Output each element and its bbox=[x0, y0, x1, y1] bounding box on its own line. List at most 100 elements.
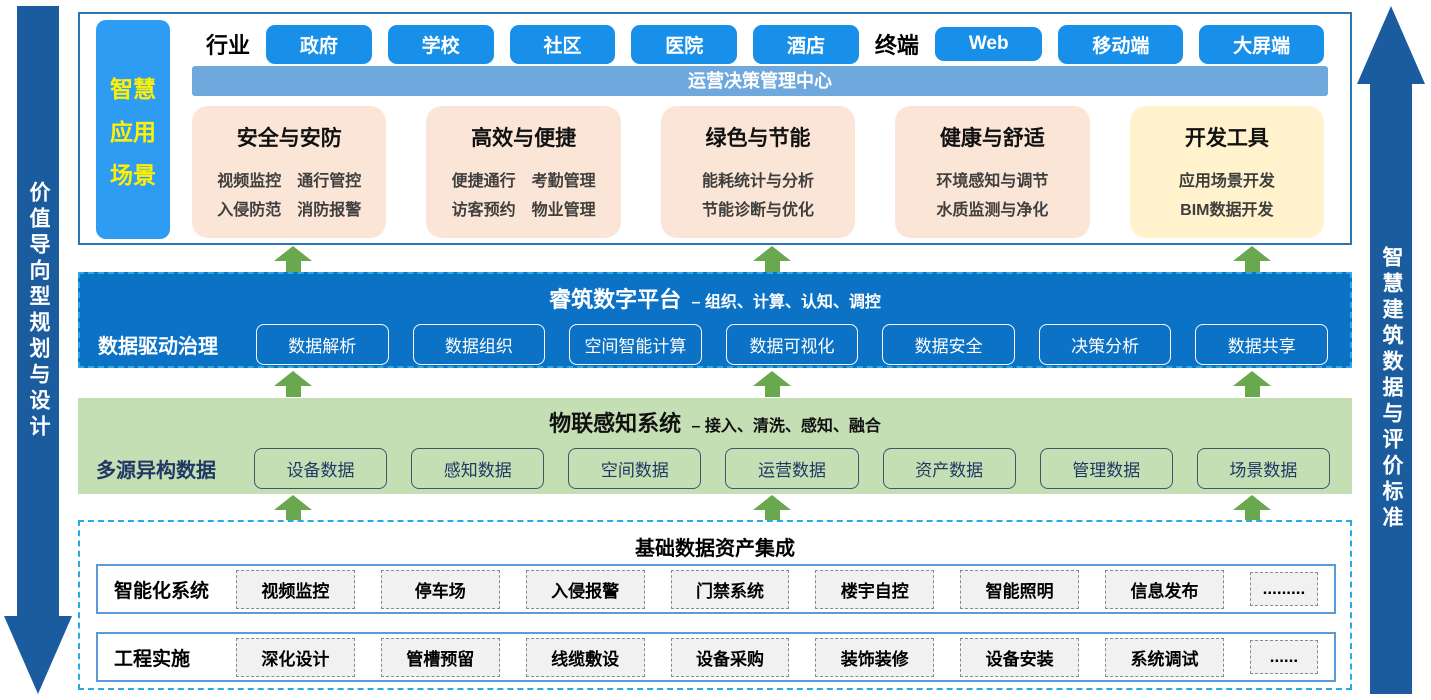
chip-management-data[interactable]: 管理数据 bbox=[1039, 448, 1173, 489]
chip-operation-data[interactable]: 运营数据 bbox=[725, 448, 859, 489]
platform-titlebar: 睿筑数字平台 – 组织、计算、认知、调控 bbox=[80, 282, 1350, 314]
card-green-energy: 绿色与节能 能耗统计与分析 节能诊断与优化 bbox=[660, 106, 856, 238]
up-arrow-icon bbox=[274, 495, 312, 521]
up-arrow-icon bbox=[274, 246, 312, 272]
iot-subtitle: – 接入、清洗、感知、融合 bbox=[691, 418, 881, 435]
iot-title: 物联感知系统 bbox=[549, 411, 682, 436]
platform-body: 数据驱动治理 数据解析 数据组织 空间智能计算 数据可视化 数据安全 决策分析 … bbox=[80, 314, 1350, 365]
card-line: BIM数据开发 bbox=[1180, 201, 1274, 219]
engineering-row: 工程实施 深化设计 管槽预留 线缆敷设 设备采购 装饰装修 设备安装 系统调试 … bbox=[96, 632, 1336, 682]
platform-title: 睿筑数字平台 bbox=[549, 287, 682, 312]
card-line: 能耗统计与分析 bbox=[702, 173, 815, 190]
chip-building-automation[interactable]: 楼宇自控 bbox=[815, 569, 935, 609]
chip-asset-data[interactable]: 资产数据 bbox=[882, 448, 1016, 489]
scene-line: 应用 bbox=[110, 118, 156, 145]
chip-cable-laying[interactable]: 线缆敷设 bbox=[525, 637, 645, 677]
industry-btn-community[interactable]: 社区 bbox=[509, 24, 616, 64]
card-health-comfort: 健康与舒适 环境感知与调节 水质监测与净化 bbox=[895, 106, 1090, 238]
iot-chip-row: 设备数据 感知数据 空间数据 运营数据 资产数据 管理数据 场景数据 bbox=[254, 448, 1330, 489]
chip-more-ellipsis: ...... bbox=[1249, 640, 1318, 674]
card-line: 水质监测与净化 bbox=[936, 201, 1049, 219]
engineering-label: 工程实施 bbox=[114, 648, 191, 670]
card-efficiency: 高效与便捷 便捷通行 考勤管理 访客预约 物业管理 bbox=[426, 106, 621, 238]
industry-btn-hotel[interactable]: 酒店 bbox=[753, 24, 859, 64]
chip-conduit-reservation[interactable]: 管槽预留 bbox=[380, 637, 500, 677]
card-title: 绿色与节能 bbox=[705, 127, 811, 150]
card-line: 应用场景开发 bbox=[1178, 173, 1275, 190]
card-title: 高效与便捷 bbox=[471, 127, 577, 150]
iot-sensing-layer: 物联感知系统 – 接入、清洗、感知、融合 多源异构数据 设备数据 感知数据 空间… bbox=[78, 398, 1352, 494]
chip-detailed-design[interactable]: 深化设计 bbox=[236, 637, 355, 677]
digital-platform-layer: 睿筑数字平台 – 组织、计算、认知、调控 数据驱动治理 数据解析 数据组织 空间… bbox=[78, 272, 1352, 368]
chip-decision-analysis[interactable]: 决策分析 bbox=[1038, 324, 1172, 365]
card-line: 入侵防范 消防报警 bbox=[217, 201, 362, 219]
up-arrow-icon bbox=[274, 371, 312, 397]
terminal-btn-mobile[interactable]: 移动端 bbox=[1058, 24, 1184, 64]
smart-application-scene-box: 智慧 应用 场景 bbox=[96, 20, 170, 239]
up-arrow-icon bbox=[1233, 371, 1271, 397]
chip-sensing-data[interactable]: 感知数据 bbox=[411, 448, 545, 489]
chip-intrusion-alarm[interactable]: 入侵报警 bbox=[525, 569, 645, 609]
industry-label: 行业 bbox=[206, 33, 251, 58]
chip-data-visualization[interactable]: 数据可视化 bbox=[725, 324, 859, 365]
chip-more-ellipsis: ......... bbox=[1249, 572, 1318, 606]
chip-data-organization[interactable]: 数据组织 bbox=[412, 324, 546, 365]
chip-info-publishing[interactable]: 信息发布 bbox=[1105, 569, 1224, 609]
terminal-btn-bigscreen[interactable]: 大屏端 bbox=[1199, 24, 1325, 64]
scene-line: 场景 bbox=[110, 161, 156, 188]
card-title: 安全与安防 bbox=[236, 127, 342, 150]
chip-equipment-installation[interactable]: 设备安装 bbox=[960, 637, 1080, 677]
arrow-up-icon bbox=[1357, 6, 1425, 84]
iot-titlebar: 物联感知系统 – 接入、清洗、感知、融合 bbox=[78, 406, 1352, 438]
chip-spatial-computing[interactable]: 空间智能计算 bbox=[569, 324, 702, 365]
ops-decision-center-bar: 运营决策管理中心 bbox=[192, 66, 1328, 96]
right-standards-arrow-stem: 智慧建筑数据与评价标准 bbox=[1370, 84, 1412, 694]
card-security: 安全与安防 视频监控 通行管控 入侵防范 消防报警 bbox=[192, 106, 387, 238]
arrow-down-icon bbox=[4, 616, 72, 694]
intelligent-systems-chips: 视频监控 停车场 入侵报警 门禁系统 楼宇自控 智能照明 信息发布 ......… bbox=[236, 569, 1318, 609]
terminal-label: 终端 bbox=[874, 33, 919, 58]
right-standards-arrow-label: 智慧建筑数据与评价标准 bbox=[1380, 246, 1403, 532]
chip-system-commissioning[interactable]: 系统调试 bbox=[1105, 637, 1224, 677]
left-value-arrow-label: 价值导向型规划与设计 bbox=[27, 181, 50, 441]
industry-btn-school[interactable]: 学校 bbox=[387, 24, 494, 64]
card-title: 健康与舒适 bbox=[939, 127, 1045, 150]
terminal-btn-web[interactable]: Web bbox=[934, 27, 1043, 61]
chip-device-data[interactable]: 设备数据 bbox=[254, 448, 388, 489]
chip-video-surveillance[interactable]: 视频监控 bbox=[236, 569, 355, 609]
base-data-layer: 基础数据资产集成 智能化系统 视频监控 停车场 入侵报警 门禁系统 楼宇自控 智… bbox=[78, 520, 1352, 690]
card-line: 便捷通行 考勤管理 bbox=[451, 173, 596, 190]
card-dev-tools: 开发工具 应用场景开发 BIM数据开发 bbox=[1129, 106, 1325, 238]
chip-parking-lot[interactable]: 停车场 bbox=[380, 569, 500, 609]
chip-data-security[interactable]: 数据安全 bbox=[882, 324, 1015, 365]
left-value-arrow: 价值导向型规划与设计 bbox=[4, 6, 72, 694]
chip-data-parsing[interactable]: 数据解析 bbox=[256, 324, 389, 365]
industry-btn-hospital[interactable]: 医院 bbox=[631, 24, 738, 64]
card-line: 环境感知与调节 bbox=[936, 173, 1049, 190]
left-value-arrow-stem: 价值导向型规划与设计 bbox=[17, 6, 59, 616]
up-arrow-icon bbox=[753, 371, 791, 397]
chip-spatial-data[interactable]: 空间数据 bbox=[568, 448, 702, 489]
chip-data-sharing[interactable]: 数据共享 bbox=[1195, 324, 1329, 365]
platform-subtitle: – 组织、计算、认知、调控 bbox=[691, 294, 881, 311]
card-line: 视频监控 通行管控 bbox=[217, 173, 362, 190]
iot-body: 多源异构数据 设备数据 感知数据 空间数据 运营数据 资产数据 管理数据 场景数… bbox=[78, 438, 1352, 489]
chip-access-control[interactable]: 门禁系统 bbox=[670, 569, 790, 609]
card-title: 开发工具 bbox=[1184, 127, 1269, 150]
industry-btn-government[interactable]: 政府 bbox=[266, 24, 372, 64]
card-line: 访客预约 物业管理 bbox=[451, 201, 596, 219]
platform-chip-row: 数据解析 数据组织 空间智能计算 数据可视化 数据安全 决策分析 数据共享 bbox=[256, 324, 1329, 365]
base-title: 基础数据资产集成 bbox=[635, 538, 795, 560]
up-arrow-icon bbox=[753, 495, 791, 521]
application-layer-section: 智慧 应用 场景 行业 政府 学校 社区 医院 酒店 终端 Web 移动端 大屏… bbox=[78, 12, 1352, 245]
up-arrow-icon bbox=[753, 246, 791, 272]
card-line: 节能诊断与优化 bbox=[702, 201, 815, 219]
intelligent-systems-row: 智能化系统 视频监控 停车场 入侵报警 门禁系统 楼宇自控 智能照明 信息发布 … bbox=[96, 564, 1336, 614]
up-arrow-icon bbox=[1233, 246, 1271, 272]
chip-equipment-procurement[interactable]: 设备采购 bbox=[670, 637, 790, 677]
chip-decoration[interactable]: 装饰装修 bbox=[815, 637, 935, 677]
industry-terminal-row: 行业 政府 学校 社区 医院 酒店 终端 Web 移动端 大屏端 bbox=[206, 24, 1325, 64]
chip-scene-data[interactable]: 场景数据 bbox=[1196, 448, 1330, 489]
chip-smart-lighting[interactable]: 智能照明 bbox=[960, 569, 1080, 609]
